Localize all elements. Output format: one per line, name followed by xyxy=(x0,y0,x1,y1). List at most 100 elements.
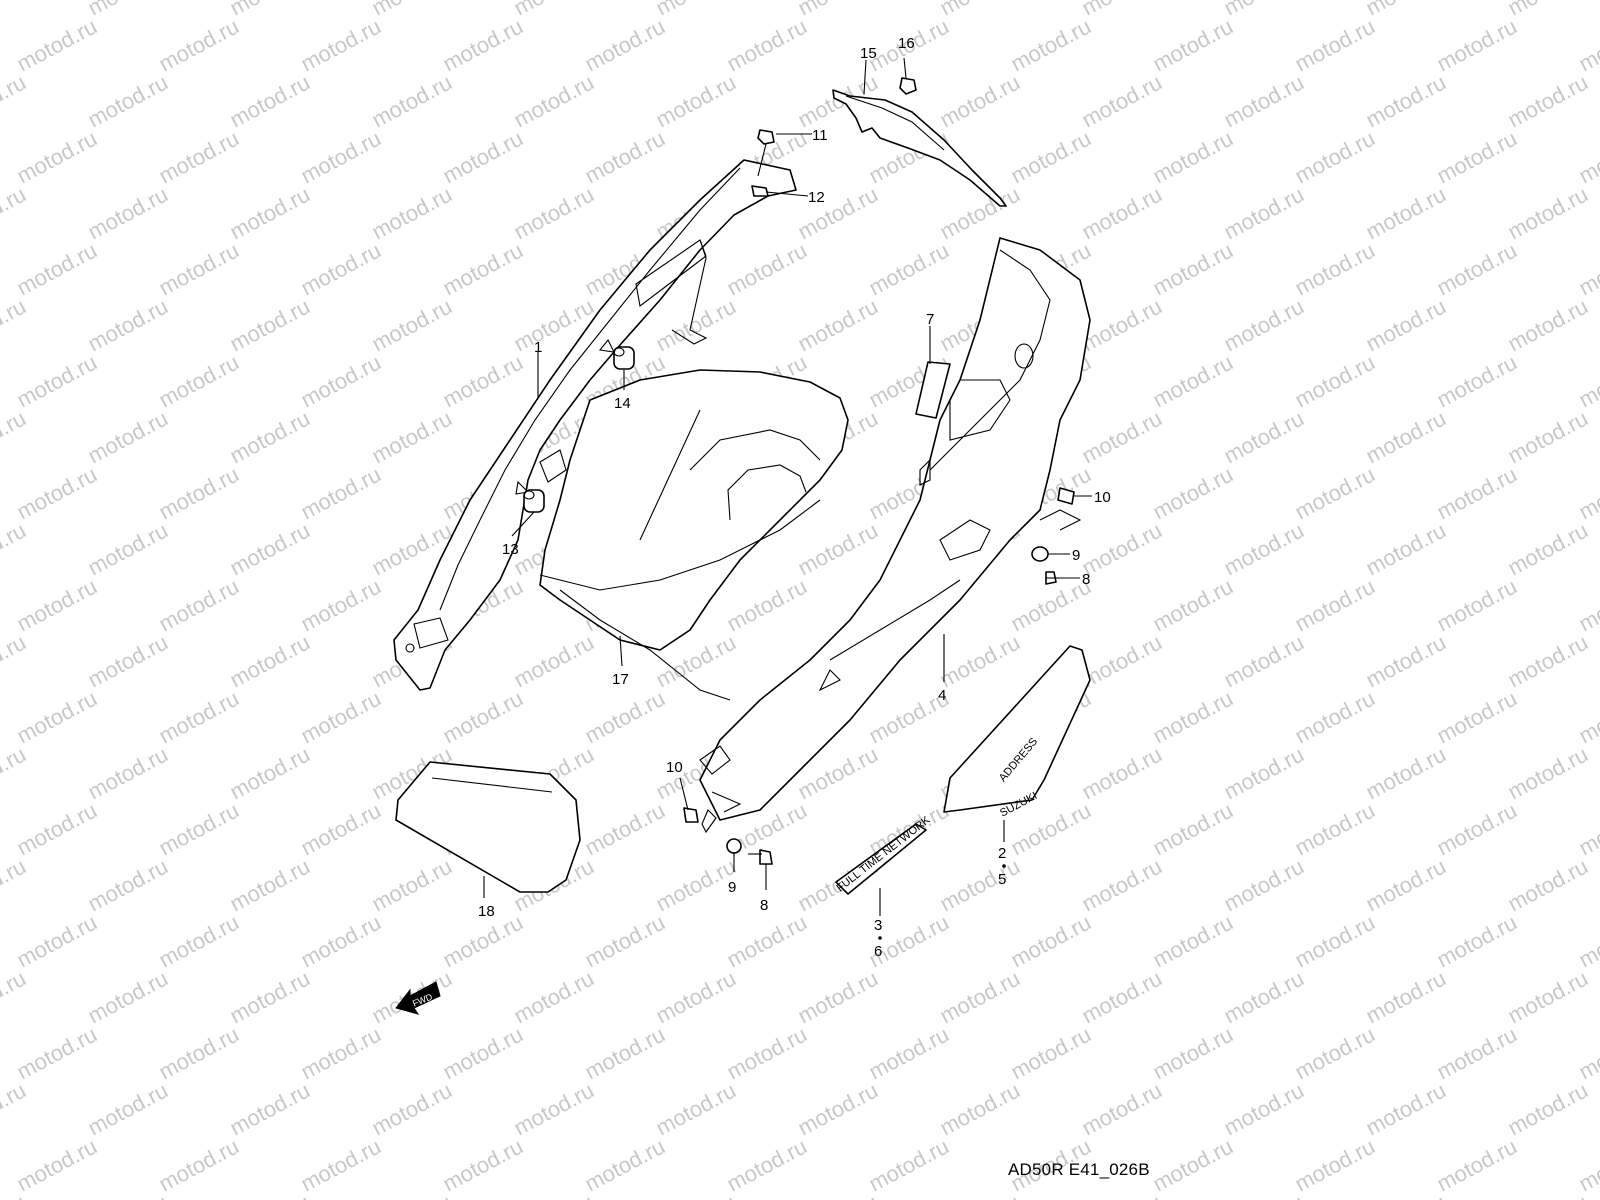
callout-dot-3-6 xyxy=(878,936,882,940)
watermark-text: motod.ru xyxy=(1362,518,1450,581)
callout-14: 14 xyxy=(614,395,631,412)
watermark-text: motod.ru xyxy=(226,742,314,805)
watermark-text: motod.ru xyxy=(1504,294,1592,357)
part-8-screw-left[interactable] xyxy=(748,849,773,865)
watermark-text: motod.ru xyxy=(439,350,527,413)
watermark-text: motod.ru xyxy=(297,686,385,749)
watermark-text: motod.ru xyxy=(368,1190,456,1200)
watermark-text: motod.ru xyxy=(13,462,101,525)
watermark-text: motod.ru xyxy=(297,238,385,301)
watermark-text: motod.ru xyxy=(510,0,598,20)
part-10-clip-right[interactable] xyxy=(1057,487,1075,505)
watermark-text: motod.ru xyxy=(1504,70,1592,133)
watermark-text: motod.ru xyxy=(1149,350,1237,413)
watermark-text: motod.ru xyxy=(1433,1134,1521,1197)
watermark-text: motod.ru xyxy=(1504,966,1592,1029)
callout-15: 15 xyxy=(860,45,877,62)
watermark-text: motod.ru xyxy=(1575,14,1600,77)
watermark-text: motod.ru xyxy=(1291,350,1379,413)
watermark-text: motod.ru xyxy=(581,14,669,77)
watermark-text: motod.ru xyxy=(0,1190,30,1200)
callout-18: 18 xyxy=(478,903,495,920)
watermark-text: motod.ru xyxy=(13,1134,101,1197)
part-1-side-cover[interactable] xyxy=(393,159,797,691)
watermark-text: motod.ru xyxy=(1433,910,1521,973)
callout-17: 17 xyxy=(612,671,629,688)
watermark-text: motod.ru xyxy=(1433,1022,1521,1085)
watermark-text: motod.ru xyxy=(1078,630,1166,693)
watermark-text: motod.ru xyxy=(794,294,882,357)
watermark-text: motod.ru xyxy=(794,966,882,1029)
watermark-text: motod.ru xyxy=(1149,574,1237,637)
part-9-washer-right[interactable] xyxy=(1031,546,1049,562)
part-7-strip[interactable] xyxy=(915,361,951,419)
watermark-text: motod.ru xyxy=(1575,1022,1600,1085)
watermark-text: motod.ru xyxy=(368,0,456,20)
watermark-text: motod.ru xyxy=(1362,742,1450,805)
watermark-text: motod.ru xyxy=(581,126,669,189)
watermark-text: motod.ru xyxy=(510,1078,598,1141)
watermark-text: motod.ru xyxy=(0,742,30,805)
callout-5: 5 xyxy=(998,871,1006,888)
watermark-text: motod.ru xyxy=(1078,406,1166,469)
callout-1: 1 xyxy=(534,339,542,356)
watermark-text: motod.ru xyxy=(1149,126,1237,189)
watermark-text: motod.ru xyxy=(1007,126,1095,189)
watermark-text: motod.ru xyxy=(1078,1190,1166,1200)
watermark-text: motod.ru xyxy=(510,1190,598,1200)
part-15-cover[interactable] xyxy=(832,89,1007,207)
part-18-pad[interactable] xyxy=(395,761,581,893)
part-4-side-cover[interactable] xyxy=(699,237,1091,834)
watermark-text: motod.ru xyxy=(1078,70,1166,133)
part-17-inner-shield[interactable] xyxy=(539,369,849,701)
watermark-text: motod.ru xyxy=(1291,1022,1379,1085)
watermark-text: motod.ru xyxy=(297,14,385,77)
watermark-text: motod.ru xyxy=(1220,966,1308,1029)
part-16-cap[interactable] xyxy=(899,77,917,95)
network-text: FULL TIME NETWORK xyxy=(834,814,932,895)
watermark-text: motod.ru xyxy=(1291,238,1379,301)
watermark-text: motod.ru xyxy=(84,966,172,1029)
watermark-text: motod.ru xyxy=(13,574,101,637)
part-9-washer-left[interactable] xyxy=(726,838,742,854)
watermark-text: motod.ru xyxy=(936,70,1024,133)
watermark-text: motod.ru xyxy=(439,1134,527,1197)
watermark-text: motod.ru xyxy=(1362,294,1450,357)
part-11-screw[interactable] xyxy=(757,129,775,177)
watermark-text: motod.ru xyxy=(13,1022,101,1085)
watermark-text: motod.ru xyxy=(155,350,243,413)
watermark-text: motod.ru xyxy=(581,798,669,861)
watermark-text: motod.ru xyxy=(1362,406,1450,469)
watermark-text: motod.ru xyxy=(865,1022,953,1085)
watermark-text: motod.ru xyxy=(368,406,456,469)
callout-2: 2 xyxy=(998,845,1006,862)
watermark-text: motod.ru xyxy=(368,854,456,917)
callout-7: 7 xyxy=(926,311,934,328)
watermark-text: motod.ru xyxy=(1504,742,1592,805)
watermark-text: motod.ru xyxy=(1433,14,1521,77)
part-13-grommet[interactable] xyxy=(523,489,545,513)
watermark-text: motod.ru xyxy=(1149,238,1237,301)
part-12-nut[interactable] xyxy=(751,185,769,197)
watermark-text: motod.ru xyxy=(794,1078,882,1141)
watermark-text: motod.ru xyxy=(226,0,314,20)
watermark-text: motod.ru xyxy=(226,518,314,581)
watermark-text: motod.ru xyxy=(155,798,243,861)
watermark-text: motod.ru xyxy=(84,1190,172,1200)
watermark-text: motod.ru xyxy=(226,70,314,133)
watermark-text: motod.ru xyxy=(723,238,811,301)
watermark-text: motod.ru xyxy=(723,1134,811,1197)
callout-10-right: 10 xyxy=(1094,489,1111,506)
watermark-text: motod.ru xyxy=(84,406,172,469)
watermark-text: motod.ru xyxy=(1291,14,1379,77)
part-10-clip-left[interactable] xyxy=(683,807,699,823)
watermark-text: motod.ru xyxy=(13,910,101,973)
watermark-text: motod.ru xyxy=(1220,1078,1308,1141)
network-decal: FULL TIME NETWORK xyxy=(834,814,933,895)
watermark-text: motod.ru xyxy=(865,238,953,301)
part-14-grommet[interactable] xyxy=(613,346,635,370)
callout-16: 16 xyxy=(898,35,915,52)
watermark-text: motod.ru xyxy=(1078,1078,1166,1141)
watermark-text: motod.ru xyxy=(297,574,385,637)
